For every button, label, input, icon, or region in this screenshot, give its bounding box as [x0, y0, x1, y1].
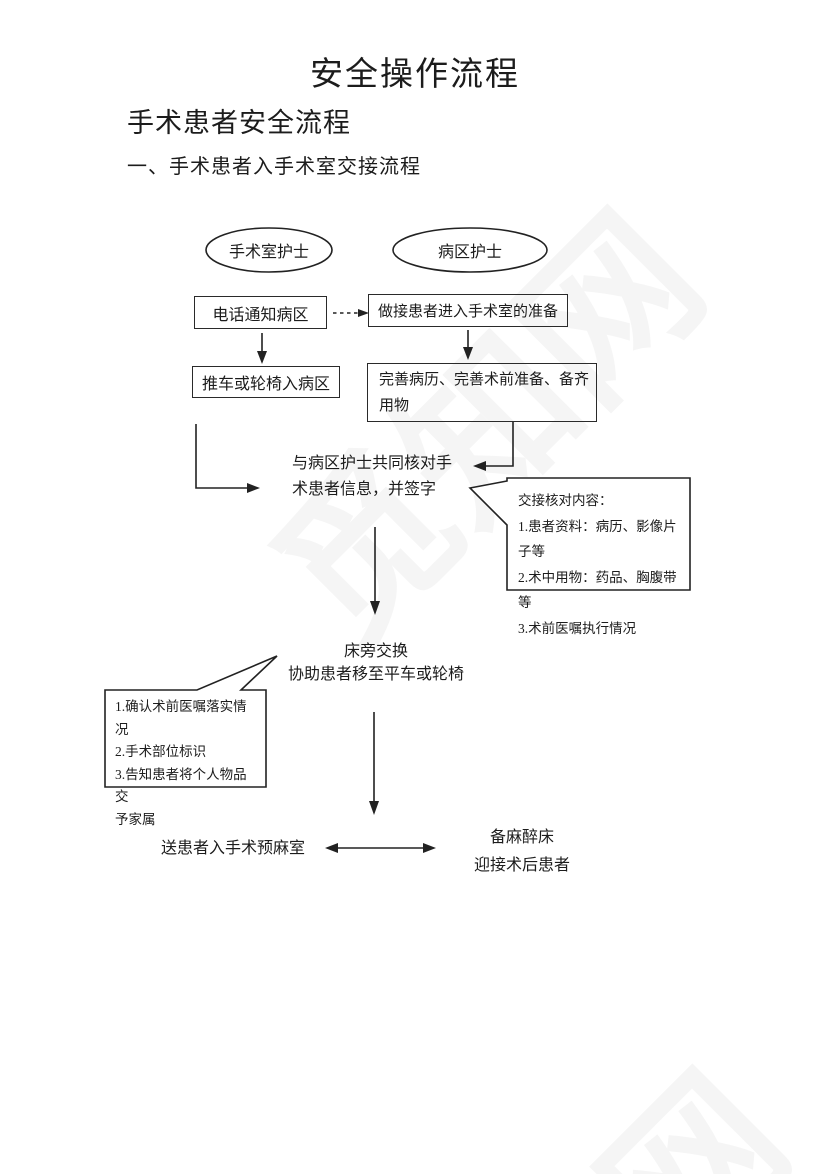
step-verify-info: 与病区护士共同核对手 术患者信息，并签字	[292, 451, 452, 503]
node-or-nurse: 手术室护士	[206, 228, 332, 272]
callout-handover-title: 交接核对内容：	[518, 493, 613, 508]
step-bedside-line2: 协助患者移至平车或轮椅	[287, 666, 464, 683]
step-prepare-bed: 备麻醉床 迎接术后患者	[442, 824, 602, 880]
node-ward-nurse-label: 病区护士	[437, 244, 502, 261]
arrow-verify-to-bedside	[370, 527, 380, 615]
arrow-bedside-to-bottom	[369, 712, 379, 815]
node-phone-notify: 电话通知病区	[194, 296, 327, 329]
callout-confirm-item: 予家属	[115, 811, 156, 827]
document-heading: 手术患者安全流程	[127, 108, 351, 138]
node-prepare-patient-label: 做接患者进入手术室的准备	[377, 304, 558, 320]
callout-confirm-item: 1.确认术前医嘱落实情况	[115, 699, 247, 737]
callout-confirm-shape	[104, 655, 278, 788]
step-verify-info-line1: 与病区护士共同核对手	[292, 455, 453, 472]
callout-confirm-content: 1.确认术前医嘱落实情况 2.手术部位标识 3.告知患者将个人物品交 予家属	[115, 696, 260, 831]
callout-handover-item: 1.患者资料：病历、影像片子等	[518, 518, 677, 560]
callout-handover-content: 交接核对内容： 1.患者资料：病历、影像片子等 2.术中用物：药品、胸腹带等 3…	[518, 488, 688, 641]
dashed-arrow-phone-to-prepare	[333, 309, 369, 317]
node-ward-nurse: 病区护士	[393, 228, 547, 272]
node-cart-to-ward: 推车或轮椅入病区	[192, 366, 340, 398]
node-complete-records-line1: 完善病历、完善术前准备、备齐	[379, 372, 590, 388]
arrow-prepare-to-complete	[463, 330, 473, 360]
section-heading: 一、手术患者入手术室交接流程	[127, 156, 421, 178]
node-complete-records-line2: 用物	[379, 398, 410, 414]
double-arrow-send-bed	[325, 843, 436, 853]
arrow-phone-to-cart	[257, 333, 267, 364]
arrow-cart-to-verify	[195, 424, 260, 493]
step-send-patient: 送患者入手术预麻室	[161, 836, 305, 862]
node-complete-records: 完善病历、完善术前准备、备齐 用物	[367, 363, 597, 422]
node-or-nurse-label: 手术室护士	[228, 244, 309, 261]
page-title: 安全操作流程	[310, 57, 520, 93]
arrow-complete-to-verify	[473, 422, 514, 471]
callout-confirm-item: 3.告知患者将个人物品交	[115, 766, 247, 805]
step-send-patient-label: 送患者入手术预麻室	[161, 840, 306, 857]
callout-handover-item: 3.术前医嘱执行情况	[518, 620, 637, 636]
callout-handover-item: 2.术中用物：药品、胸腹带等	[518, 569, 677, 611]
node-phone-notify-label: 电话通知病区	[212, 306, 309, 324]
step-verify-info-line2: 术患者信息，并签字	[292, 481, 437, 498]
step-bedside-exchange: 床旁交换 协助患者移至平车或轮椅	[276, 640, 476, 686]
ellipse-or-nurse-shape	[205, 227, 333, 273]
ellipse-ward-nurse-shape	[392, 227, 548, 273]
callout-handover-shape	[468, 477, 691, 591]
callout-confirm-item: 2.手术部位标识	[115, 744, 207, 759]
node-prepare-patient: 做接患者进入手术室的准备	[368, 294, 568, 327]
step-bedside-line1: 床旁交换	[343, 643, 408, 660]
node-cart-to-ward-label: 推车或轮椅入病区	[201, 376, 330, 393]
step-prepare-bed-line2: 迎接术后患者	[473, 857, 570, 874]
step-prepare-bed-line1: 备麻醉床	[489, 829, 554, 846]
